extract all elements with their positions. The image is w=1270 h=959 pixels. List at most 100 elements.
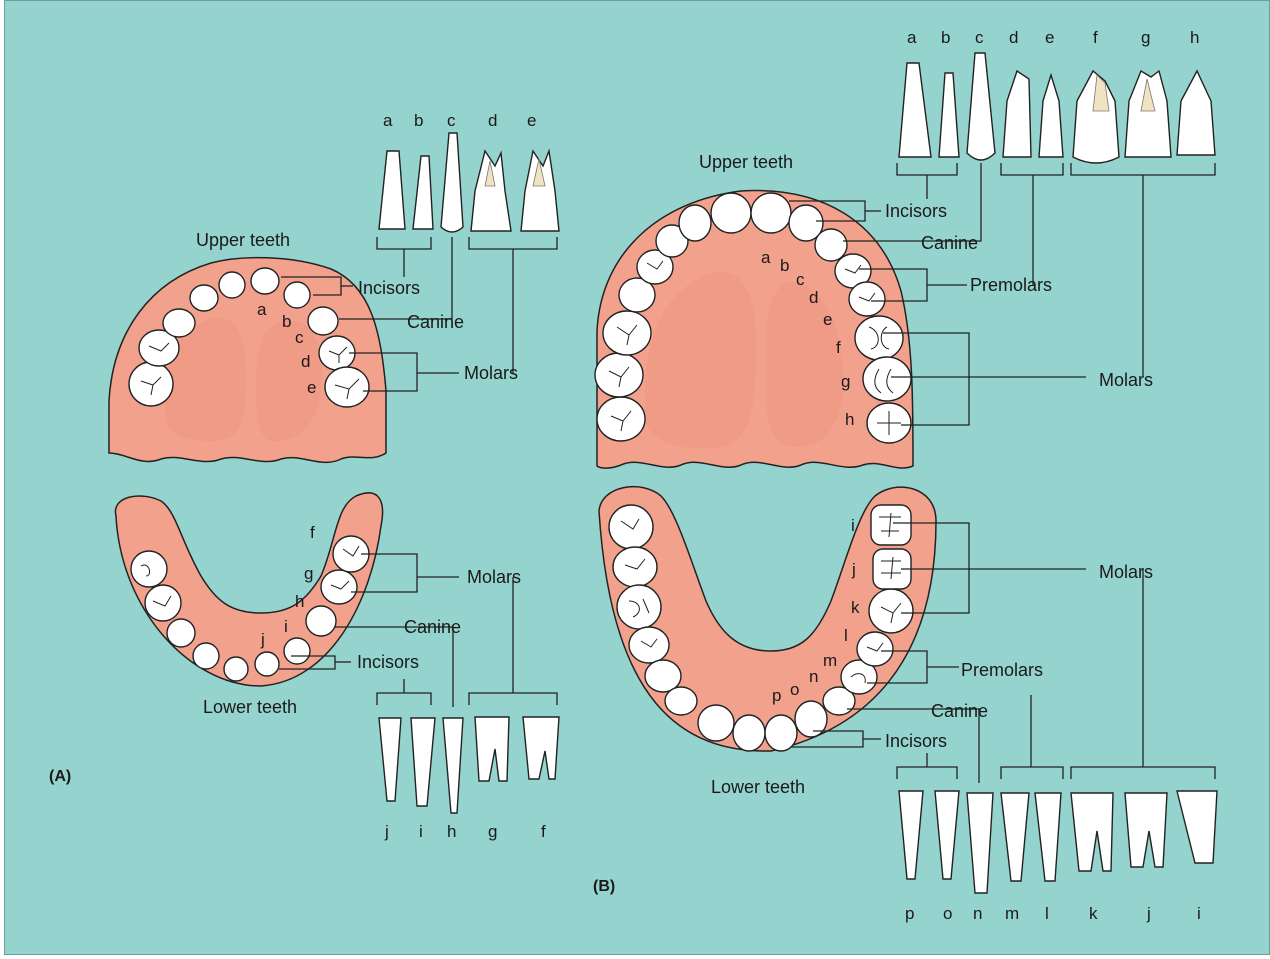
panel-b-upper-tooth-left-1 (597, 397, 645, 441)
panel-a-upper-tooth-left-3 (163, 309, 195, 337)
panel-a-lower-incisors-label: Incisors (357, 652, 419, 672)
panel-b-upper-tooth-e (849, 282, 885, 316)
panel-a-upper-letter-d: d (301, 352, 310, 371)
panel-b-upper-letter-d: d (809, 288, 818, 307)
panel-b-profile-letter-i: i (1197, 904, 1201, 923)
panel-b-lower-tooth-left-6 (665, 687, 697, 715)
dental-diagram: Upper teeth Lower teeth Incisors Canine … (4, 0, 1270, 955)
panel-b-lower-letter-n: n (809, 667, 818, 686)
panel-b-profile-letter-o: o (943, 904, 952, 923)
panel-a-profile-g (475, 717, 509, 781)
panel-b-profile-letter-p: p (905, 904, 914, 923)
panel-b-profile-p (899, 791, 923, 879)
panel-a-profile-letter-c: c (447, 111, 456, 130)
panel-b-lower-molars-label: Molars (1099, 562, 1153, 582)
panel-a-profile-letter-i: i (419, 822, 423, 841)
panel-a-profile-letter-e: e (527, 111, 536, 130)
panel-b-lower-letter-j: j (851, 560, 856, 579)
panel-b-upper-tooth-a (751, 193, 791, 233)
panel-b-profile-letter-n: n (973, 904, 982, 923)
panel-b-upper-tooth-c (815, 229, 847, 261)
panel-b-upper-title: Upper teeth (699, 152, 793, 172)
panel-a-lower-letter-h: h (295, 592, 304, 611)
panel-b-marker: (B) (593, 878, 615, 895)
panel-b-profile-n (967, 793, 993, 893)
panel-b-profile-letter-j: j (1146, 904, 1151, 923)
panel-b-lower-letter-l: l (844, 626, 848, 645)
dentition-svg: Upper teeth Lower teeth Incisors Canine … (5, 1, 1270, 956)
panel-a-profile-h (443, 718, 463, 813)
panel-b-profile-i (1177, 791, 1217, 863)
panel-a-upper-letter-c: c (295, 328, 304, 347)
panel-b-upper-letter-e: e (823, 310, 832, 329)
panel-a-upper-canine-label: Canine (407, 312, 464, 332)
panel-b-upper-tooth-left-3 (603, 311, 651, 355)
panel-b-lower-tooth-left-8 (733, 715, 765, 751)
panel-b-profile-o (935, 791, 959, 879)
panel-a: Upper teeth Lower teeth Incisors Canine … (49, 111, 559, 841)
panel-a-upper-tooth-e (325, 367, 369, 407)
panel-a-upper-molars-label: Molars (464, 363, 518, 383)
panel-b-lower-tooth-left-1 (609, 505, 653, 549)
panel-a-profile-b (413, 156, 433, 229)
panel-a-profile-i (411, 718, 435, 806)
panel-b-profile-k (1071, 793, 1113, 871)
panel-b-lower-canine-label: Canine (931, 701, 988, 721)
panel-a-lower-tooth-i (284, 638, 310, 664)
panel-a-upper-letter-e: e (307, 378, 316, 397)
panel-b-lower-tooth-left-4 (629, 627, 669, 663)
panel-a-upper-profiles (379, 133, 559, 232)
panel-a-lower-tooth-left-3 (167, 619, 195, 647)
panel-a-lower-tooth-h (306, 606, 336, 636)
panel-a-profile-letter-a: a (383, 111, 393, 130)
panel-b-profile-a (899, 63, 931, 157)
panel-b-profile-letter-k: k (1089, 904, 1098, 923)
panel-b-lower-incisors-label: Incisors (885, 731, 947, 751)
panel-a-lower-letter-g: g (304, 564, 313, 583)
panel-b-profile-letter-e: e (1045, 28, 1054, 47)
panel-a-upper-incisors-label: Incisors (358, 278, 420, 298)
panel-b-profile-b (939, 73, 959, 157)
panel-a-lower-tooth-left-5 (224, 657, 248, 681)
panel-a-lower-tooth-left-4 (193, 643, 219, 669)
panel-b-lower-tooth-l (857, 632, 893, 666)
panel-b-upper-incisors-label: Incisors (885, 201, 947, 221)
panel-b-lower-letter-k: k (851, 598, 860, 617)
panel-a-profile-d (471, 151, 511, 231)
panel-a-profile-letter-g: g (488, 822, 497, 841)
panel-b-lower-tooth-left-2 (613, 547, 657, 587)
panel-a-upper-letter-b: b (282, 312, 291, 331)
panel-b-profile-letter-f: f (1093, 28, 1098, 47)
panel-b-profile-letter-d: d (1009, 28, 1018, 47)
panel-a-lower-canine-label: Canine (404, 617, 461, 637)
panel-b-upper-canine-label: Canine (921, 233, 978, 253)
panel-b-profile-c (967, 53, 995, 160)
panel-a-upper-tooth-b (284, 282, 310, 308)
panel-a-lower-letter-i: i (284, 617, 288, 636)
panel-b-upper-tooth-f (855, 316, 903, 360)
panel-b-lower-letter-i: i (851, 516, 855, 535)
panel-a-lower-profiles (379, 717, 559, 813)
panel-b-upper-letter-h: h (845, 410, 854, 429)
panel-b-upper-tooth-left-2 (595, 353, 643, 397)
panel-b-profile-letter-c: c (975, 28, 984, 47)
panel-a-upper-letter-a: a (257, 300, 267, 319)
panel-b-lower-tooth-i (871, 505, 911, 545)
panel-b-profile-e (1039, 75, 1063, 157)
panel-b-upper-molars-label: Molars (1099, 370, 1153, 390)
panel-b-lower-letter-p: p (772, 686, 781, 705)
panel-b-profile-letter-m: m (1005, 904, 1019, 923)
panel-b-upper-arch (595, 191, 913, 469)
panel-b-profile-letter-l: l (1045, 904, 1049, 923)
panel-b-lower-letter-o: o (790, 680, 799, 699)
panel-b-upper-letter-a: a (761, 248, 771, 267)
panel-a-marker: (A) (49, 768, 71, 785)
panel-b-lower-tooth-left-7 (698, 705, 734, 741)
panel-b-profile-letter-b: b (941, 28, 950, 47)
panel-b-upper-letter-g: g (841, 372, 850, 391)
panel-b-upper-letter-b: b (780, 256, 789, 275)
panel-a-profile-f (523, 717, 559, 779)
panel-a-profile-letter-f: f (541, 822, 546, 841)
panel-a-profile-letter-j: j (384, 822, 389, 841)
panel-b-profile-h (1177, 71, 1215, 155)
